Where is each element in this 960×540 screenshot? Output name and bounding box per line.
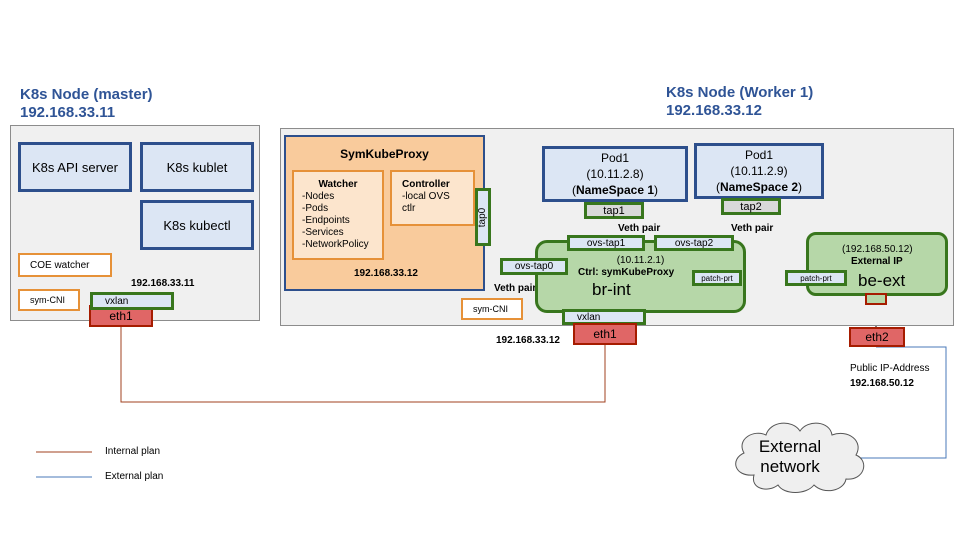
be-ext-ip: (192.168.50.12): [842, 244, 913, 255]
be-ext-box: [806, 232, 948, 296]
tap0-label: tap0: [477, 207, 489, 227]
master-eth1: eth1: [89, 305, 153, 327]
k8s-kublet-box: K8s kublet: [140, 142, 254, 192]
coe-watcher-box: COE watcher: [18, 253, 112, 277]
pod1-namespace1-box: Pod1 (10.11.2.8) (NameSpace 1): [542, 146, 688, 202]
ovs-tap2-port: ovs-tap2: [654, 235, 734, 251]
pod2-name: Pod1: [744, 148, 774, 162]
watcher-item: -NetworkPolicy: [302, 239, 369, 250]
worker-eth1: eth1: [573, 323, 637, 345]
symkubeproxy-title: SymKubeProxy: [340, 147, 429, 161]
master-eth-ip: 192.168.33.11: [131, 278, 195, 289]
ovs-tap1-port: ovs-tap1: [567, 235, 645, 251]
veth-pair-label-2: Veth pair: [731, 223, 774, 234]
public-ip-label: Public IP-Address: [850, 363, 930, 374]
pod1-namespace: (NameSpace 1): [571, 183, 659, 197]
legend-external-label: External plan: [105, 471, 164, 482]
br-int-ctrl: Ctrl: symKubeProxy: [578, 267, 675, 278]
be-ext-patch-port: patch-prt: [785, 270, 847, 286]
controller-title: Controller: [402, 179, 450, 190]
worker-eth2: eth2: [849, 327, 905, 347]
watcher-item: -Pods: [302, 203, 329, 214]
watcher-box: Watcher -Nodes -Pods -Endpoints -Service…: [292, 170, 384, 260]
external-plan-line: [855, 346, 947, 459]
watcher-item: -Services: [302, 227, 344, 238]
external-network-cloud-icon: [735, 422, 865, 493]
veth-pair-label-3: Veth pair: [494, 283, 537, 294]
pod1-name: Pod1: [600, 151, 630, 165]
k8s-api-server-box: K8s API server: [18, 142, 132, 192]
watcher-item: -Endpoints: [302, 215, 350, 226]
worker-node-title: K8s Node (Worker 1): [666, 84, 814, 101]
master-vxlan-port: vxlan: [90, 292, 174, 310]
ovs-tap0-port: ovs-tap0: [500, 258, 568, 275]
br-int-patch-port: patch-prt: [692, 270, 742, 286]
master-sym-cni-box: sym-CNI: [18, 289, 80, 311]
be-ext-external-ip-label: External IP: [851, 256, 903, 267]
controller-item: -local OVS: [402, 191, 450, 202]
pod2-ip: (10.11.2.9): [730, 164, 788, 178]
external-network-label: External network: [758, 437, 822, 476]
symkubeproxy-ip: 192.168.33.12: [354, 268, 418, 279]
watcher-item: -Nodes: [302, 191, 335, 202]
master-node-ip: 192.168.33.11: [20, 104, 116, 121]
pod1-ip: (10.11.2.8): [586, 167, 644, 181]
pod2-namespace: (NameSpace 2): [715, 180, 803, 194]
worker-sym-cni-box: sym-CNI: [461, 298, 523, 320]
public-ip-value: 192.168.50.12: [850, 378, 914, 389]
pod1-namespace2-box: Pod1 (10.11.2.9) (NameSpace 2): [694, 143, 824, 199]
tap2-port: tap2: [721, 198, 781, 215]
be-ext-name: be-ext: [858, 271, 906, 290]
br-int-ip: (10.11.2.1): [616, 255, 665, 266]
k8s-kubectl-box: K8s kubectl: [140, 200, 254, 250]
master-node-title: K8s Node (master): [20, 86, 153, 103]
worker-eth1-ip: 192.168.33.12: [496, 335, 560, 346]
controller-item: ctlr: [402, 203, 416, 214]
be-ext-port: [865, 293, 887, 305]
tap1-port: tap1: [584, 202, 644, 219]
internal-plan-line: [120, 326, 606, 403]
worker-node-ip: 192.168.33.12: [666, 102, 762, 119]
legend-internal-label: Internal plan: [105, 446, 161, 457]
controller-box: Controller -local OVS ctlr: [390, 170, 475, 226]
veth-pair-label-1: Veth pair: [618, 223, 661, 234]
tap0-port: tap0: [475, 188, 491, 246]
br-int-name: br-int: [592, 280, 631, 299]
watcher-title: Watcher: [318, 179, 358, 190]
